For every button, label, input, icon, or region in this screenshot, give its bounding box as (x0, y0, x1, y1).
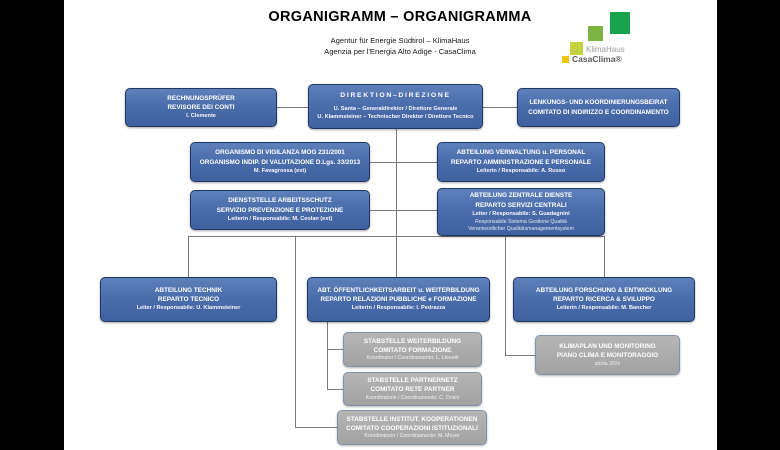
node-title-de: STABSTELLE PARTNERNETZ (367, 377, 458, 385)
subtitle-italian: Agenzia per l'Energia Alto Adige - CasaC… (324, 46, 476, 56)
node-title-de: DIENSTSTELLE ARBEITSSCHUTZ (228, 197, 332, 205)
node-title-de: RECHNUNGSPRÜFER (167, 94, 235, 102)
node-person: Koordinator / Coordinamento: L. Lionetti (366, 355, 459, 362)
connector-long-right-vertical (505, 236, 506, 355)
node-title-de: ABTEILUNG VERWALTUNG u. PERSONAL (456, 149, 586, 157)
connector-drop-technik (188, 236, 189, 277)
org-node-rechnungspruefer: RECHNUNGSPRÜFER REVISORE DEI CONTI I. Cl… (125, 88, 277, 127)
node-title-it: COMITATO DI INDIRIZZO E COORDINAMENTO (528, 108, 669, 116)
node-title-de: KLIMAPLAN UND MONITORING (559, 343, 656, 351)
node-person: Koordinatorin / Coordinamento: M. Meyer (364, 433, 460, 440)
node-person: Leiterin / Responsabile: M. Bancher (556, 305, 652, 312)
klimahaus-casaclima-logo: KlimaHaus CasaClima® (561, 8, 693, 70)
connector-partnernetz (327, 389, 343, 390)
connector-institut-kooperationen (295, 427, 337, 428)
node-title-de: ABTEILUNG TECHNIK (154, 286, 223, 294)
logo-square-large (610, 12, 630, 34)
connector-stab-ladder-vertical (327, 322, 328, 390)
node-title-it: COMITATO RETE PARTNER (370, 386, 455, 394)
org-node-stabstelle-partnernetz: STABSTELLE PARTNERNETZ COMITATO RETE PAR… (343, 372, 482, 406)
logo-text-casaclima: CasaClima® (572, 54, 622, 64)
connector-long-left-vertical (295, 236, 296, 427)
node-title-it: SERVIZIO PREVENZIONE E PROTEZIONE (216, 206, 344, 214)
node-person: Leiterin / Responsabile: M. Ceolan (ext) (227, 215, 333, 222)
node-title-it: REPARTO RICERCA & SVILUPPO (553, 296, 655, 304)
connector-distribution-line (188, 236, 604, 237)
logo-square-medium (588, 26, 603, 41)
node-person: Leiter / Responsabile: S. Guadagnini (472, 210, 570, 217)
node-person: Koordinatorin / Coordinamento: C. Orsini (365, 394, 460, 401)
org-node-lenkungsbeirat: LENKUNGS- UND KOORDINIERUNGSBEIRAT COMIT… (517, 88, 680, 127)
node-person-1: U. Santa – Generaldirektor / Direttore G… (333, 105, 458, 112)
org-node-oeffentlichkeitsarbeit: ABT. ÖFFENTLICHKEITSARBEIT u. WEITERBILD… (307, 277, 490, 322)
org-node-arbeitsschutz: DIENSTSTELLE ARBEITSSCHUTZ SERVIZIO PREV… (190, 190, 370, 230)
connector-arbeitsschutz (370, 210, 397, 211)
node-title-it: REPARTO TECNICO (157, 296, 220, 304)
node-person-2: U. Klammsteiner – Technischer Direktor /… (317, 114, 474, 121)
node-person: Leiterin / Responsabile: A. Russo (476, 167, 566, 174)
node-title-de: ABTEILUNG FORSCHUNG & ENTWICKLUNG (535, 286, 673, 294)
node-note-de: Verantwortlicher Qualitätsmanagementsyst… (468, 225, 574, 232)
node-title-it: COMITATO COOPERAZIONI ISTITUZIONALI (346, 424, 478, 432)
connector-zentrale-dienste (396, 210, 437, 211)
node-title-de: ORGANISMO DI VIGILANZA MOG 231/2001 (215, 149, 345, 157)
page-subtitle: Agentur für Energie Südtirol – KlimaHaus… (230, 36, 570, 57)
org-node-stabstelle-weiterbildung: STABSTELLE WEITERBILDUNG COMITATO FORMAZ… (343, 332, 482, 367)
node-title-it: ORGANISMO INDIP. DI VALUTAZIONE D.Lgs. 3… (199, 158, 361, 166)
node-title-de: STABSTELLE INSTITUT. KOOPERATIONEN (346, 415, 478, 423)
connector-organismo (370, 162, 397, 163)
node-person: M. Favagrossa (ext) (253, 167, 307, 174)
org-node-zentrale-dienste: ABTEILUNG ZENTRALE DIENSTE REPARTO SERVI… (437, 188, 605, 236)
node-title-de: LENKUNGS- UND KOORDINIERUNGSBEIRAT (529, 99, 668, 107)
org-node-klimaplan-monitoring: KLIMAPLAN UND MONITORING PIANO CLIMA E M… (535, 335, 680, 375)
node-note-it: Responsabile Sistema Gestione Qualità (475, 218, 567, 225)
logo-text-klimahaus: KlimaHaus (586, 45, 625, 54)
node-title-de: ABT. ÖFFENTLICHKEITSARBEIT u. WEITERBILD… (317, 286, 480, 294)
org-node-stabstelle-institutionelle-kooperationen: STABSTELLE INSTITUT. KOOPERATIONEN COMIT… (337, 410, 487, 445)
node-title-it: REVISORE DEI CONTI (167, 104, 235, 112)
org-node-organismo-vigilanza: ORGANISMO DI VIGILANZA MOG 231/2001 ORGA… (190, 142, 370, 182)
node-person: Leiterin / Responsabile: I. Pedrazza (351, 305, 446, 312)
connector-drop-forschung (604, 236, 605, 277)
connector-spine (396, 129, 397, 277)
node-person: Leiter / Responsabile: U. Klammsteiner (136, 305, 241, 312)
node-title: DIREKTION–DIREZIONE (340, 91, 451, 99)
node-date: ab/da 202x (594, 360, 621, 367)
node-title-it: REPARTO SERVIZI CENTRALI (475, 201, 567, 209)
node-person: I. Clemente (186, 113, 216, 120)
node-title-it: COMITATO FORMAZIONE (373, 346, 452, 354)
subtitle-german: Agentur für Energie Südtirol – KlimaHaus (330, 36, 470, 45)
node-title-it: REPARTO RELAZIONI PUBBLICHE e FORMAZIONE (320, 296, 477, 304)
connector-klimaplan (505, 355, 535, 356)
node-title-de: ABTEILUNG ZENTRALE DIENSTE (469, 192, 573, 200)
connector-verwaltung (396, 162, 437, 163)
node-title-it: REPARTO AMMINISTRAZIONE E PERSONALE (450, 158, 592, 166)
connector-weiterbildung (327, 349, 343, 350)
org-node-verwaltung-personal: ABTEILUNG VERWALTUNG u. PERSONAL REPARTO… (437, 142, 605, 182)
org-node-forschung-entwicklung: ABTEILUNG FORSCHUNG & ENTWICKLUNG REPART… (513, 277, 695, 322)
connector-rechnungspruefer-direktion (277, 107, 308, 108)
logo-square-small (570, 42, 583, 55)
org-node-technik: ABTEILUNG TECHNIK REPARTO TECNICO Leiter… (100, 277, 277, 322)
node-title-de: STABSTELLE WEITERBILDUNG (363, 337, 462, 345)
page-title: ORGANIGRAMM – ORGANIGRAMMA (268, 9, 532, 25)
connector-direktion-lenkungsbeirat (483, 107, 517, 108)
org-node-direktion: DIREKTION–DIREZIONE U. Santa – Generaldi… (308, 84, 483, 129)
node-title-it: PIANO CLIMA E MONITORAGGIO (556, 352, 659, 360)
logo-square-yellow (562, 56, 569, 63)
